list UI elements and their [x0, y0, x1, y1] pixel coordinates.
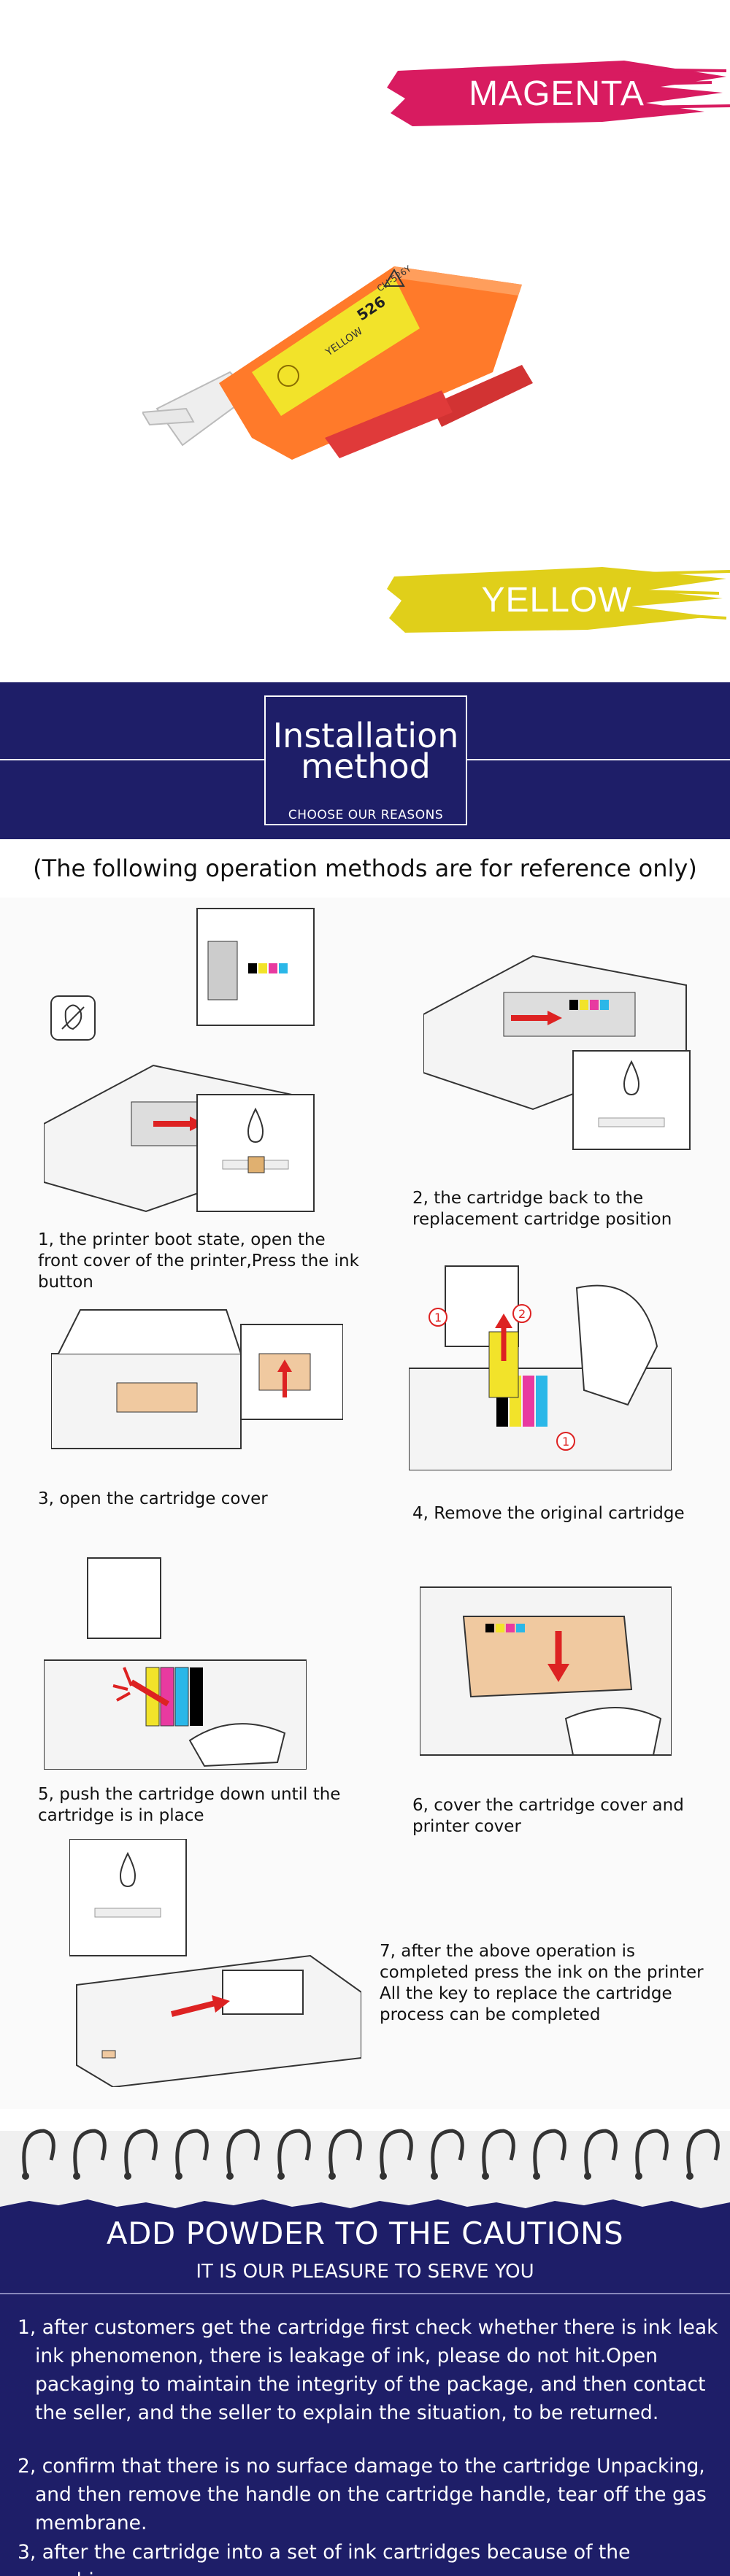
torn-paper-edge	[0, 2195, 730, 2208]
step-5-illustration	[44, 1557, 307, 1770]
cautions-title: ADD POWDER TO THE CAUTIONS	[106, 2216, 624, 2251]
magenta-label: MAGENTA	[469, 74, 645, 113]
magenta-brush-swatch: MAGENTA	[383, 55, 730, 131]
band-divider-left	[0, 759, 264, 760]
installation-subtitle: CHOOSE OUR REASONS	[288, 808, 444, 822]
step-2-illustration	[423, 955, 691, 1150]
step-6-caption: 6, cover the cartridge cover and printer…	[412, 1796, 684, 1836]
yellow-brush-stroke	[387, 567, 730, 633]
step-4-caption: 4, Remove the original cartridge	[412, 1504, 685, 1523]
installation-title: Installation method	[266, 716, 466, 786]
step-3-illustration	[51, 1309, 343, 1449]
installation-title-box: Installation method CHOOSE OUR REASONS	[264, 695, 467, 825]
step-7-illustration	[69, 1839, 361, 2087]
step-1-illustration	[44, 908, 315, 1213]
step-6-illustration	[420, 1586, 672, 1756]
step-3-caption: 3, open the cartridge cover	[38, 1489, 268, 1508]
step-1-caption: 1, the printer boot state, open the fron…	[38, 1230, 359, 1292]
installation-title-line1: Installation	[272, 716, 459, 755]
installation-title-line2: method	[301, 747, 431, 786]
yellow-ink-cartridge-image: YELLOW 526 CLI-526Y	[142, 263, 533, 460]
installation-steps: 1, the printer boot state, open the fron…	[0, 898, 730, 2109]
yellow-label: YELLOW	[481, 581, 632, 620]
step-5-caption: 5, push the cartridge down until the car…	[38, 1785, 341, 1825]
cautions-divider	[0, 2293, 730, 2294]
step-4-illustration: 1 2 1	[409, 1265, 672, 1470]
magenta-brush-stroke	[387, 61, 730, 126]
step-4-mark-2: 2	[518, 1307, 526, 1321]
band-divider-right	[467, 759, 730, 760]
step-4-mark-1b: 1	[562, 1435, 569, 1449]
spiral-binding-decoration	[0, 2109, 730, 2197]
cautions-subtitle: IT IS OUR PLEASURE TO SERVE YOU	[196, 2261, 534, 2283]
installation-header-band: Installation method CHOOSE OUR REASONS	[0, 682, 730, 839]
cautions-section: ADD POWDER TO THE CAUTIONS IT IS OUR PLE…	[0, 2195, 730, 2576]
caution-item-1: 1, after customers get the cartridge fir…	[18, 2316, 718, 2424]
yellow-brush-swatch: YELLOW	[383, 558, 730, 639]
product-hero: MAGENTA YELLOW 526 CLI-526Y	[0, 0, 730, 682]
caution-item-2: 2, confirm that there is no surface dama…	[18, 2455, 707, 2534]
reference-note: (The following operation methods are for…	[33, 855, 697, 882]
caution-item-3: 3, after the cartridge into a set of ink…	[18, 2541, 631, 2576]
step-2-caption: 2, the cartridge back to the replacement…	[412, 1189, 672, 1229]
step-4-mark-1a: 1	[434, 1311, 442, 1324]
step-7-caption: 7, after the above operation is complete…	[380, 1942, 704, 2024]
